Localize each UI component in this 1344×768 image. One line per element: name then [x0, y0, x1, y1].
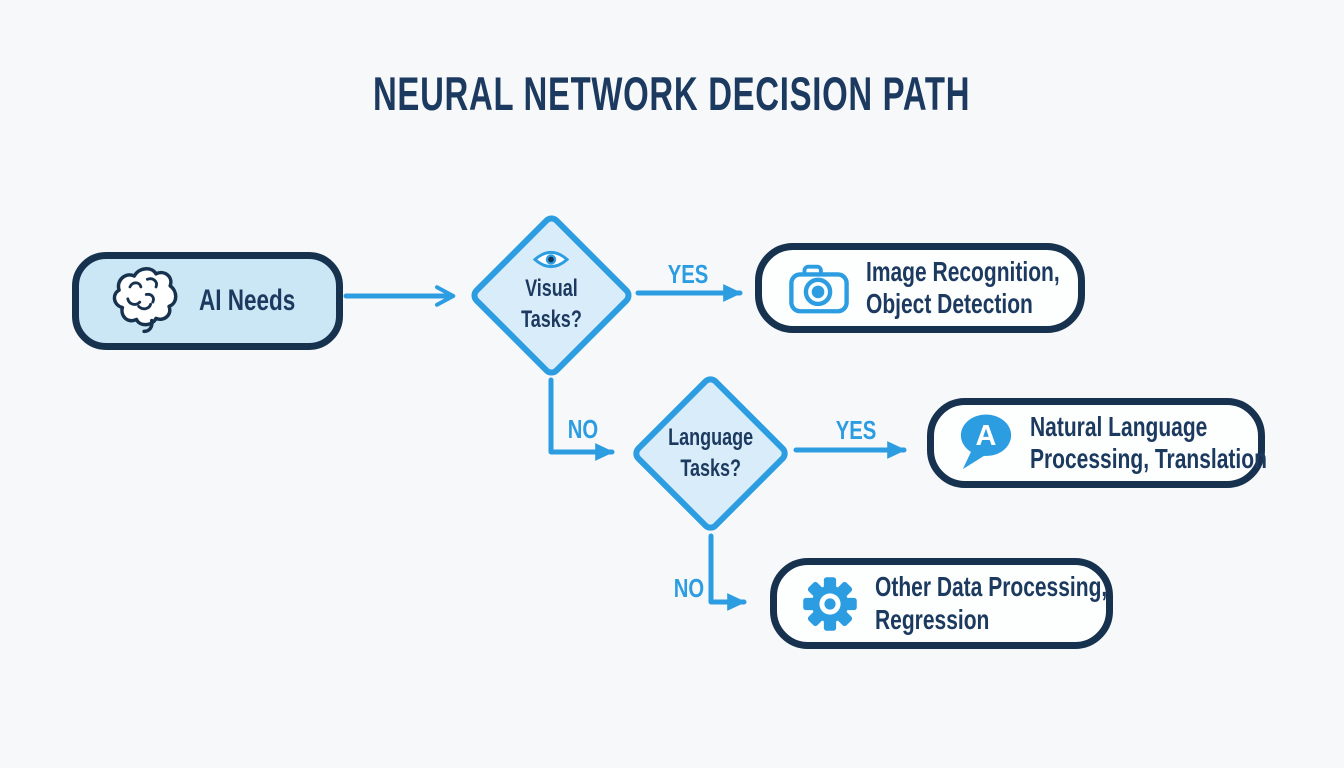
eye-icon [533, 251, 569, 269]
decision-visual-line2: Tasks? [520, 306, 582, 333]
speech-bubble-letter: A [976, 420, 997, 452]
node-image-recognition: Image Recognition, Object Detection [755, 243, 1085, 333]
node-image-recognition-line1: Image Recognition, [866, 255, 1060, 287]
edge-label-visual-yes: YES [667, 259, 709, 289]
node-ai-needs-label: AI Needs [199, 284, 296, 317]
decision-language-line1: Language [668, 424, 754, 452]
brain-icon [112, 267, 178, 334]
node-nlp-line1: Natural Language [1030, 410, 1208, 442]
speech-bubble-icon: A [960, 414, 1012, 470]
gear-icon [803, 576, 857, 631]
node-nlp-line2: Processing, Translation [1030, 443, 1267, 474]
node-natural-language-processing: A Natural Language Processing, Translati… [927, 398, 1267, 488]
decision-visual-line1: Visual [524, 275, 578, 303]
edge-visual-no-line [548, 377, 615, 461]
decision-language-line2: Tasks? [680, 455, 742, 482]
node-ai-needs: AI Needs [72, 252, 343, 350]
edge-label-visual-no: NO [567, 414, 599, 444]
node-other-data-processing: Other Data Processing, Regression [770, 558, 1113, 649]
camera-icon [789, 264, 849, 314]
node-image-recognition-line2: Object Detection [866, 288, 1033, 319]
page-title: NEURAL NETWORK DECISION PATH [0, 66, 1344, 121]
edge-label-language-no: NO [673, 573, 705, 603]
page-title-text: NEURAL NETWORK DECISION PATH [373, 67, 971, 120]
edge-label-language-yes: YES [835, 415, 877, 445]
decision-visual-tasks-content: Visual Tasks? [466, 207, 636, 377]
decision-language-tasks-content: Language Tasks? [630, 373, 792, 535]
node-other-line1: Other Data Processing, [875, 571, 1108, 603]
edge-language-no-line [708, 533, 747, 611]
node-other-line2: Regression [875, 603, 990, 635]
